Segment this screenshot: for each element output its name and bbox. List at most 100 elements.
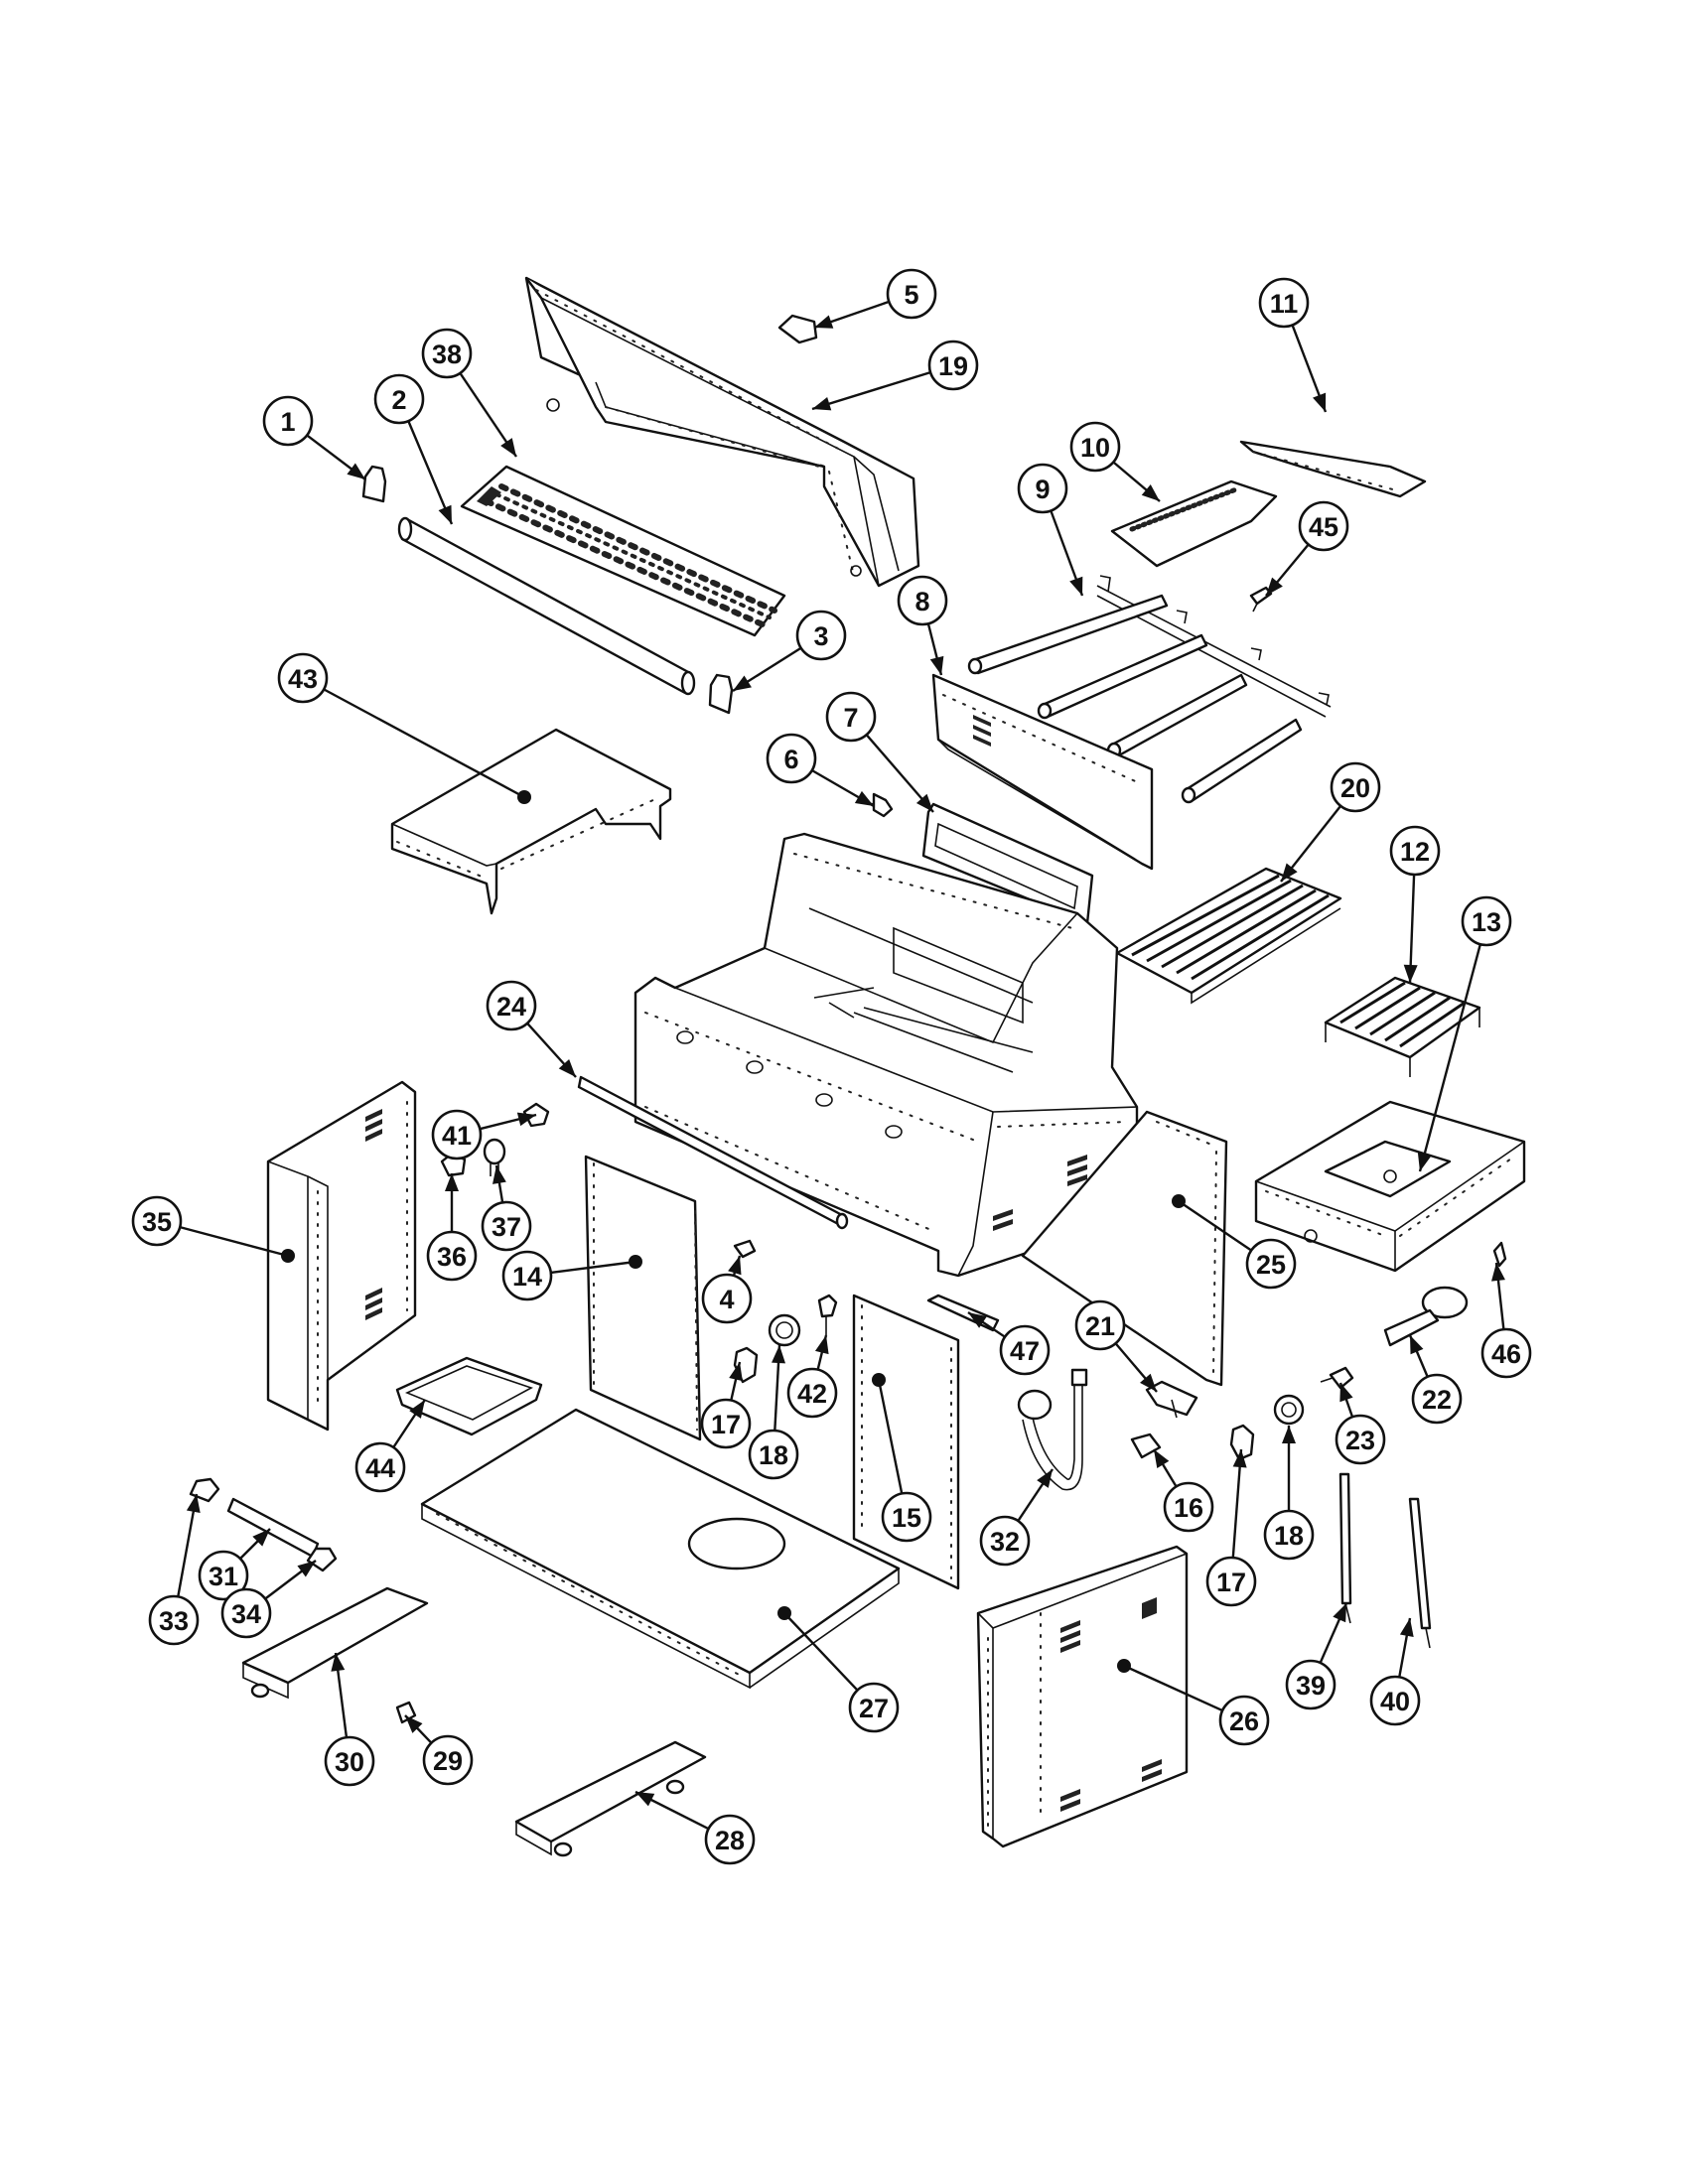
callout-circle	[1369, 1675, 1421, 1726]
leader-arrowhead-18	[1282, 1426, 1296, 1443]
leader-arrowhead-20	[1281, 863, 1298, 882]
towel-bar-part	[226, 1497, 320, 1559]
callout-18: 18	[748, 1429, 799, 1480]
leader-arrowhead-9	[1069, 576, 1083, 596]
callout-number: 38	[432, 340, 462, 369]
callout-number: 17	[1216, 1568, 1246, 1597]
callout-circle	[999, 1324, 1051, 1376]
callout-42: 42	[786, 1367, 838, 1419]
callout-16: 16	[1163, 1481, 1214, 1533]
leader-arrowhead-36	[445, 1173, 459, 1191]
callout-circle	[1263, 1509, 1315, 1561]
leader-arrowhead-32	[1037, 1469, 1053, 1488]
leader-arrowhead-33	[186, 1494, 201, 1513]
callout-31: 31	[198, 1550, 249, 1601]
callout-circle	[897, 575, 948, 626]
handle-end-cap-left-part	[361, 465, 387, 503]
leader-arrowhead-19	[812, 396, 832, 411]
rotisserie-cover-part	[921, 802, 1094, 925]
callout-number: 46	[1491, 1339, 1521, 1369]
bezel-right-part	[1273, 1394, 1305, 1426]
callout-45: 45	[1298, 500, 1349, 552]
callout-number: 28	[715, 1826, 745, 1855]
callout-37: 37	[481, 1200, 532, 1252]
leader-arrowhead-21	[1140, 1373, 1157, 1392]
callout-number: 37	[492, 1212, 521, 1242]
callout-2: 2	[373, 373, 425, 425]
leader-arrowhead-30	[331, 1653, 346, 1672]
leader-arrowhead-40	[1399, 1618, 1414, 1637]
callout-34: 34	[220, 1587, 272, 1639]
callout-43: 43	[277, 652, 329, 704]
leader-arrowhead-37	[492, 1165, 506, 1184]
callout-circle	[848, 1682, 900, 1733]
callout-circle	[1298, 500, 1349, 552]
callout-number: 5	[904, 280, 918, 310]
callout-6: 6	[766, 733, 817, 784]
callout-number: 1	[280, 407, 295, 437]
callout-number: 26	[1229, 1706, 1259, 1736]
gas-hose-part	[1017, 1368, 1088, 1491]
back-panel-part	[931, 673, 1154, 871]
leader-arrowhead-45	[1266, 577, 1283, 596]
callout-17: 17	[1205, 1556, 1257, 1607]
callout-44: 44	[354, 1441, 406, 1493]
flame-tamer-part	[1110, 479, 1278, 568]
leader-arrowhead-41	[516, 1112, 536, 1127]
side-burner-grate-part	[1324, 976, 1481, 1077]
leader-arrowhead-2	[438, 504, 452, 524]
side-burner-lid-part	[1239, 440, 1427, 498]
callout-circle	[1335, 1414, 1386, 1465]
callout-number: 3	[813, 621, 828, 651]
leader-arrowhead-39	[1333, 1603, 1346, 1623]
leader-arrowhead-38	[500, 438, 516, 457]
bottom-shelf-part	[420, 1408, 901, 1690]
leader-line-12	[1408, 874, 1416, 984]
light-socket-part	[483, 1138, 506, 1176]
callout-8: 8	[897, 575, 948, 626]
callout-circle	[700, 1398, 752, 1449]
leader-arrowhead-18	[772, 1345, 786, 1364]
callout-circle	[1461, 895, 1512, 947]
hood-thermometer-part	[777, 314, 818, 344]
callout-number: 45	[1309, 512, 1338, 542]
leader-arrowhead-22	[1410, 1335, 1424, 1355]
leader-line-25	[1178, 1200, 1252, 1252]
callout-19: 19	[927, 340, 979, 391]
callout-number: 25	[1256, 1250, 1286, 1280]
callout-number: 44	[365, 1453, 395, 1483]
callout-24: 24	[486, 980, 537, 1031]
callout-circle	[1163, 1481, 1214, 1533]
callout-3: 3	[795, 610, 847, 661]
callout-circle	[354, 1441, 406, 1493]
callout-number: 4	[719, 1285, 734, 1314]
leader-arrowhead-13	[1417, 1152, 1432, 1171]
callout-circle	[373, 373, 425, 425]
callout-circle	[1069, 421, 1121, 473]
callout-40: 40	[1369, 1675, 1421, 1726]
callout-circle	[927, 340, 979, 391]
callout-circle	[277, 652, 329, 704]
leader-dot-25	[1172, 1194, 1186, 1208]
right-door-part	[852, 1294, 960, 1590]
leader-arrowhead-3	[733, 675, 752, 691]
thermocouple-part	[1338, 1472, 1352, 1624]
callout-number: 32	[990, 1527, 1020, 1557]
callout-circle	[766, 733, 817, 784]
callout-11: 11	[1258, 277, 1310, 329]
callout-number: 24	[496, 992, 526, 1022]
leader-arrowhead-24	[558, 1058, 576, 1077]
callout-number: 29	[433, 1746, 463, 1776]
callout-number: 21	[1085, 1311, 1115, 1341]
callout-circle	[795, 610, 847, 661]
firebox-part	[633, 832, 1139, 1278]
electrode-part	[1249, 586, 1273, 613]
callout-circle	[886, 268, 937, 320]
callout-circle	[486, 980, 537, 1031]
callout-circle	[422, 1734, 474, 1786]
callout-12: 12	[1389, 825, 1441, 877]
leader-line-35	[179, 1225, 289, 1258]
callout-10: 10	[1069, 421, 1121, 473]
knob-bezel-part	[733, 1239, 757, 1259]
